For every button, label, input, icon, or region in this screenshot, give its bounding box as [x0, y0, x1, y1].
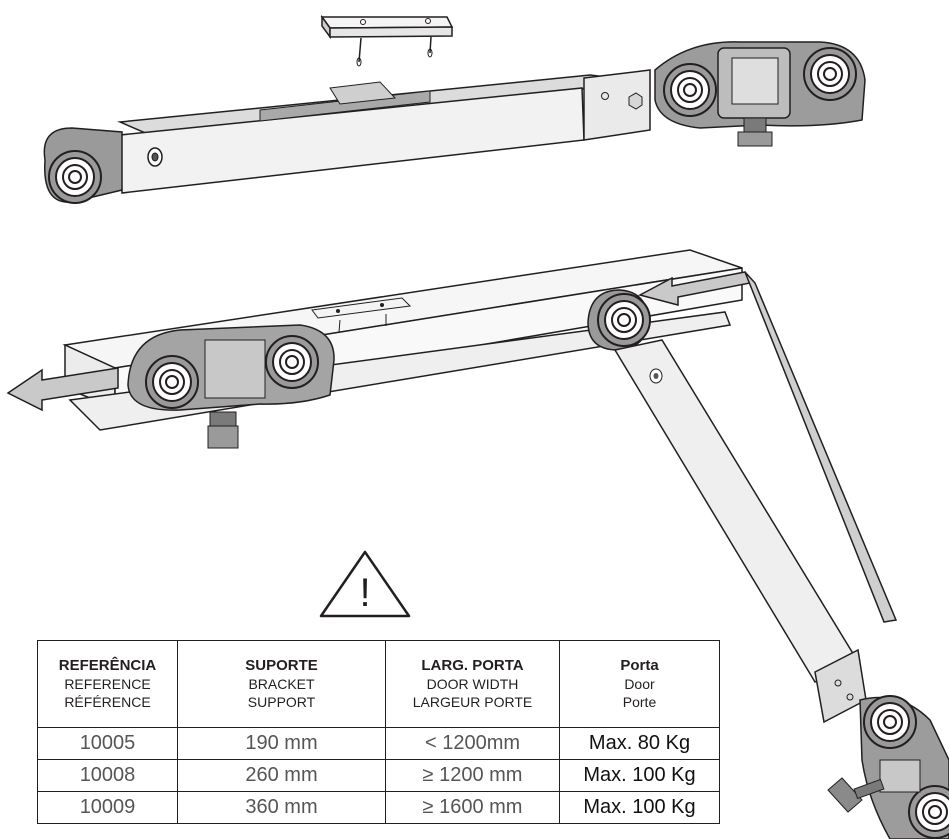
header-bracket: SUPORTE BRACKET SUPPORT	[177, 640, 386, 728]
table-row: 10005 190 mm < 1200mm Max. 80 Kg	[37, 727, 720, 760]
cell-bracket: 260 mm	[177, 759, 386, 792]
header-title: LARG. PORTA	[421, 657, 524, 674]
warning-triangle-icon: !	[319, 550, 411, 618]
cell-bracket: 190 mm	[177, 727, 386, 760]
cell-door-weight: Max. 100 Kg	[559, 791, 720, 824]
cell-door-width: ≥ 1200 mm	[385, 759, 560, 792]
warning-symbol: !	[359, 571, 370, 615]
cell-door-weight: Max. 100 Kg	[559, 759, 720, 792]
header-subtitle: DOOR WIDTH	[426, 676, 519, 692]
header-door-width: LARG. PORTA DOOR WIDTH LARGEUR PORTE	[385, 640, 560, 728]
cell-reference: 10005	[37, 727, 178, 760]
mounting-plate	[320, 14, 454, 67]
cell-door-width: < 1200mm	[385, 727, 560, 760]
table-row: 10009 360 mm ≥ 1600 mm Max. 100 Kg	[37, 791, 720, 824]
header-title: SUPORTE	[245, 657, 318, 674]
header-subtitle: Porte	[622, 694, 657, 710]
header-door: Porta Door Porte	[559, 640, 720, 728]
header-subtitle: Door	[624, 676, 655, 692]
header-reference: REFERÊNCIA REFERENCE RÉFÉRENCE	[37, 640, 178, 728]
header-title: REFERÊNCIA	[58, 657, 157, 674]
cell-reference: 10009	[37, 791, 178, 824]
header-subtitle: BRACKET	[248, 676, 315, 692]
header-subtitle: RÉFÉRENCE	[64, 694, 151, 710]
table-header-row: REFERÊNCIA REFERENCE RÉFÉRENCE SUPORTE B…	[37, 640, 720, 728]
header-subtitle: SUPPORT	[247, 694, 316, 710]
left-arrow-icon	[6, 367, 119, 412]
table-row: 10008 260 mm ≥ 1200 mm Max. 100 Kg	[37, 759, 720, 792]
header-title: Porta	[620, 657, 659, 674]
top-arm-assembly	[43, 14, 866, 204]
header-subtitle: LARGEUR PORTE	[412, 694, 533, 710]
cell-reference: 10008	[37, 759, 178, 792]
cell-door-width: ≥ 1600 mm	[385, 791, 560, 824]
spec-table: REFERÊNCIA REFERENCE RÉFÉRENCE SUPORTE B…	[37, 640, 720, 824]
header-subtitle: REFERENCE	[64, 676, 151, 692]
cell-bracket: 360 mm	[177, 791, 386, 824]
cell-door-weight: Max. 80 Kg	[559, 727, 720, 760]
track-and-folding-arm	[6, 249, 949, 839]
